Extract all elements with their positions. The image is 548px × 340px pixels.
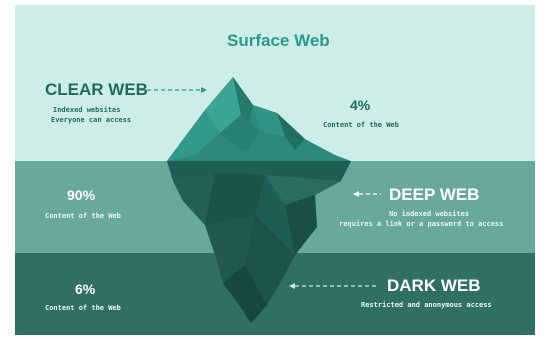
clear-web-heading: CLEAR WEB (45, 80, 148, 99)
page-title: Surface Web (227, 31, 330, 50)
deep-web-percent: 90% (67, 187, 96, 203)
clear-web-percent-label: Content of the Web (323, 121, 399, 129)
iceberg-infographic: Surface Web CLEAR WEB Indexed websites E… (15, 5, 535, 335)
deep-web-line2: requires a link or a password to access (339, 220, 504, 228)
dark-web-line1: Restricted and anonymous access (361, 301, 492, 309)
clear-web-line1: Indexed websites (53, 106, 121, 114)
deep-web-heading: DEEP WEB (389, 185, 480, 204)
iceberg-illustration (140, 77, 381, 323)
dark-web-percent: 6% (75, 281, 96, 297)
clear-web-percent: 4% (350, 97, 371, 113)
deep-web-percent-label: Content of the Web (45, 212, 121, 220)
dark-web-heading: DARK WEB (387, 276, 481, 295)
clear-web-line2: Everyone can access (51, 116, 132, 124)
dark-web-percent-label: Content of the Web (45, 304, 121, 312)
deep-web-line1: No indexed websites (389, 210, 470, 218)
